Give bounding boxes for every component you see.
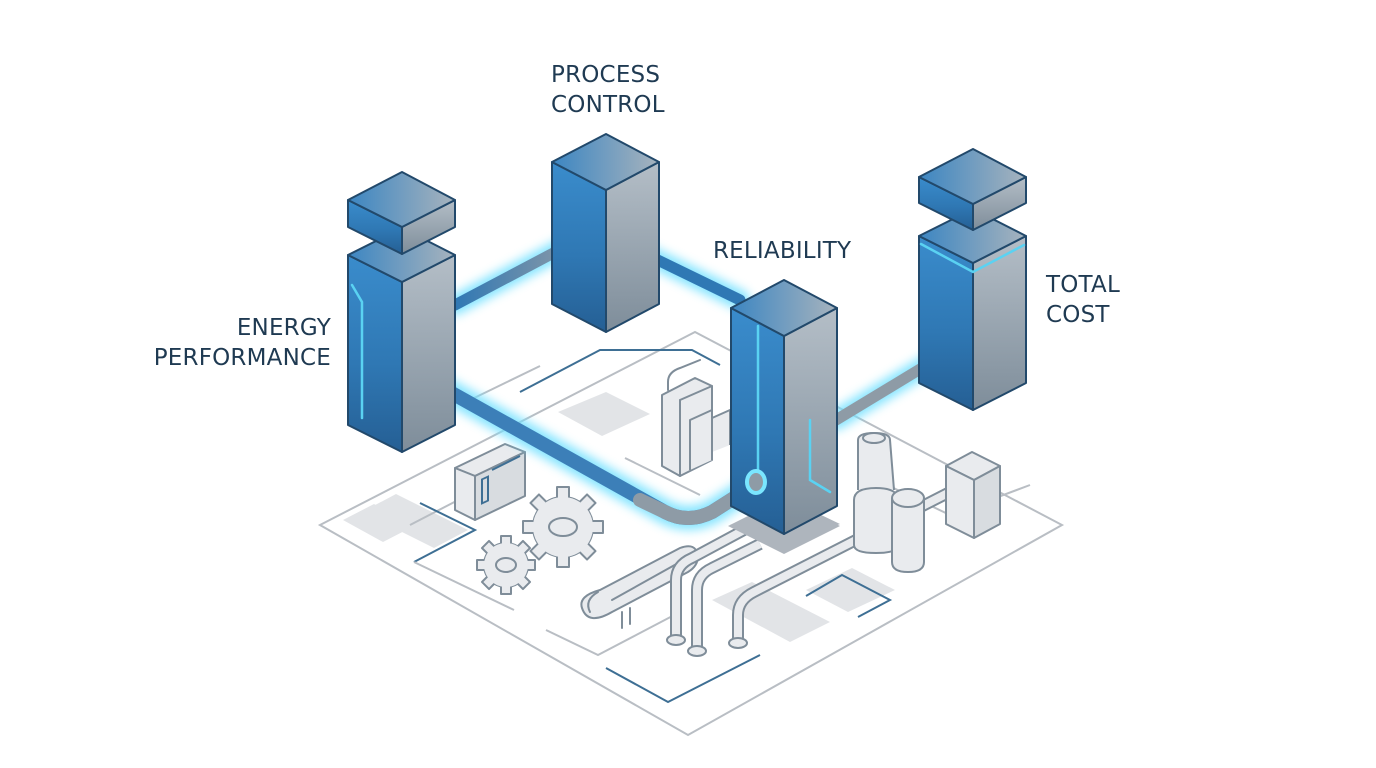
floor-outline [317,330,1065,737]
label-line: RELIABILITY [713,238,852,264]
gear-large-icon [522,486,604,568]
pillar-cost[interactable] [918,148,1027,411]
chimney-stack [853,432,899,554]
accent-line [350,283,364,420]
accent-line [808,418,832,494]
floor-zone [362,494,468,548]
label-energy-performance: ENERGY PERFORMANCE [154,313,331,373]
gear-small-icon [476,535,536,595]
pillar-process[interactable] [551,133,660,333]
floor-lane [805,573,893,618]
label-line: ENERGY [236,315,331,341]
vertical-column [891,488,925,573]
floor-zone [558,392,650,436]
floor-lane [624,457,701,496]
floor-lane [605,654,761,704]
floor-zone [806,568,895,612]
label-total-cost: TOTAL COST [1046,270,1120,330]
label-line: PROCESS [551,62,661,88]
floor-lane [413,502,478,563]
floor-lane [413,561,515,611]
heat-exchanger [661,359,731,477]
accent-line [919,242,1026,274]
floor-lane [519,349,721,393]
pillar-reliability[interactable] [728,279,840,554]
floor-lane [469,365,541,401]
label-line: PERFORMANCE [153,345,331,371]
pillar-energy[interactable] [347,171,456,453]
label-process-control: PROCESS CONTROL [551,60,665,120]
floor-lane [545,611,681,657]
label-line: TOTAL [1046,272,1120,298]
pipe-bundle [666,486,953,657]
horizontal-tank [580,545,699,629]
control-cabinet [454,443,526,521]
label-reliability: RELIABILITY [713,236,851,266]
floor-zone [343,504,414,542]
label-line: COST [1046,302,1110,328]
box-unit [945,451,1001,539]
label-line: CONTROL [551,92,665,118]
